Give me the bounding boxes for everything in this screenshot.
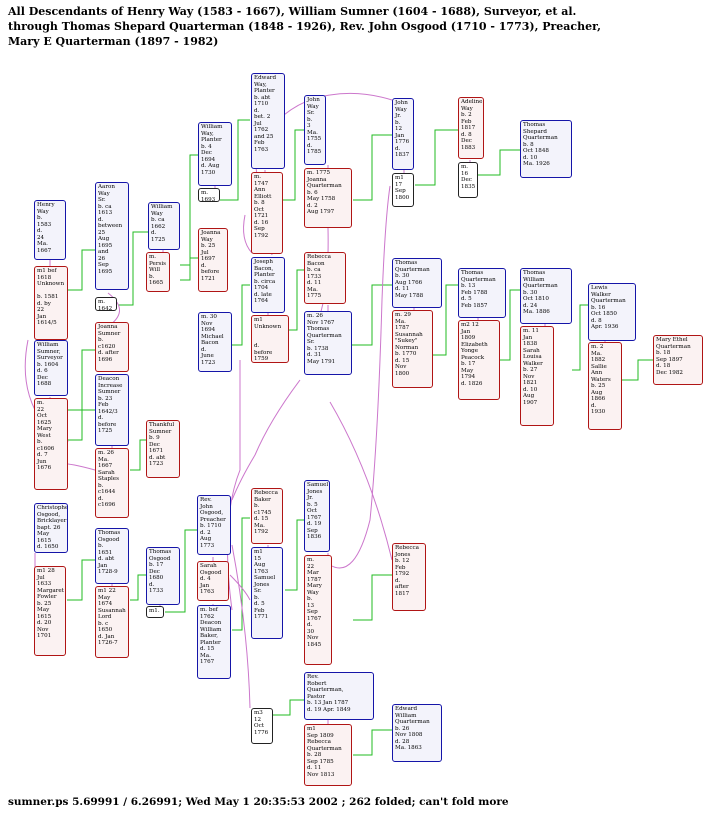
spouse-rev-m3 (231, 544, 251, 709)
person-box-samuel-jones: Samuel Jones Jr. b. 5 Oct 1767 d. 19 Sep… (304, 480, 330, 552)
title-line-2: through Thomas Shepard Quarterman (1848 … (8, 20, 601, 33)
link-john2-adeline (415, 129, 458, 186)
link-adeline-thomas-shepard (478, 149, 520, 176)
link-joseph-rebecca (289, 269, 304, 331)
person-box-joanna: Joanna Sumner b. c1620 d. after 1696 (95, 322, 129, 372)
cross-link-baker (231, 379, 301, 501)
person-box-m3-12oct: m3 12 Oct 1776 (251, 708, 273, 744)
person-box-m-1693: m. 1693 (198, 188, 220, 202)
person-box-aaron: Aaron Way Sr. b. ca 1613 d. between 25 A… (95, 182, 129, 290)
person-box-m1-rebecca-q: m1 Sep 1809 Rebecca Quarterman b. 28 Sep… (304, 724, 352, 786)
person-box-rebecca-baker: Rebecca Baker b. c1745 d. 15 Ma. 1792 (251, 488, 283, 544)
person-box-m1-samuel: m1 15 Aug 1763 Samuel Jones Sr. b. d. 5 … (251, 547, 283, 639)
person-box-m-sarah-walker: m. 11 Jan 1838 Sarah Louisa Walker b. 27… (520, 326, 554, 426)
person-box-john-way2: John Way Jr. b. 12 Jan 1776 d. 1837 (392, 98, 414, 170)
footer-status: sumner.ps 5.69991 / 6.26991; Wed May 1 2… (8, 796, 509, 808)
link-william-joanna (180, 257, 198, 281)
person-box-john-way: John Way Sr. b. 3 Ma. 1755 d. 1785 (304, 95, 326, 165)
person-box-edward-way: Edward Way, Planter b. abt 1710 d. bet. … (251, 73, 285, 169)
link-samuel-samuel (285, 519, 304, 591)
link-q1788-thomaswilliam (500, 289, 520, 361)
person-box-thankful: Thankful Sumner b. 9 Dec 1671 d. abt 172… (146, 420, 180, 478)
link-thomas-q1766 (352, 284, 392, 346)
person-box-deacon-increase: Deacon Increase Sumner b. 23 Feb 1642/3 … (95, 374, 129, 446)
link-rev-rebecca-baker (232, 517, 250, 631)
person-box-rev-robert: Rev. Robert Quarterman, Pastor b. 13 Jan… (304, 672, 374, 720)
link-sumner-joanna (68, 349, 95, 411)
person-box-thomas-william: Thomas William Quarterman b. 30 Oct 1810… (520, 268, 572, 324)
person-box-thomas-osgood: Thomas Osgood b. 1651 d. abt Jan 1728-9 (95, 528, 129, 584)
person-box-thomas-q-1766: Thomas Quarterman b. 30 Aug 1766 d. 11 M… (392, 258, 442, 308)
cross-link-rebecca-jones (329, 401, 393, 561)
person-box-m-margaret: m1 28 Jul 1633 Margaret Fowler b. 25 May… (34, 566, 66, 656)
person-box-thomas-q-1788: Thomas Quarterman b. 13 Feb 1788 d. 5 Fe… (458, 268, 506, 318)
link-edward-john (283, 129, 304, 201)
person-box-sarah-osgood: Sarah Osgood d. 4 Jan 1763 (197, 561, 229, 601)
link-rev-robert (270, 699, 304, 716)
person-box-m-mary-quarterman: m. 1775 Joanna Quarterman b. 6 May 1758 … (304, 168, 352, 228)
person-box-rebecca-jones: Rebecca Jones b. 12 Feb 1792 d. after 18… (392, 543, 426, 611)
person-box-m-mary-way: m. 22 Mar 1787 Mary Way b. 13 Sep 1767 d… (304, 555, 332, 665)
person-box-rev-john: Rev. John Osgood, Preacher b. 1710 d. 2 … (197, 495, 231, 555)
person-box-thomas-shepard: Thomas Shepard Quarterman b. 8 Oct 1848 … (520, 120, 572, 178)
link-thomas2-rev (165, 529, 197, 613)
person-box-m-deacon-baker: m. bef 1762 Deacon William Baker, Plante… (197, 605, 231, 679)
link-michael-joseph (232, 284, 250, 346)
cross-link-elliott (243, 214, 253, 254)
person-box-william-way: William Way b. ca 1662 d. 1725 (148, 202, 180, 250)
person-box-m-michael: m. 30 Nov 1694 Michael Bacon d. June 172… (198, 312, 232, 372)
link-william-william2 (180, 154, 198, 266)
person-box-edward-william: Edward William Quarterman b. 26 Nov 1808… (392, 704, 442, 762)
link-increase-thankful (130, 439, 146, 471)
person-box-christopher: Christopher Osgood, Bricklayer bapt. 26 … (34, 503, 68, 553)
person-box-m-sarah-staples: m. 26 Ma. 1667 Sarah Staples b. c1644 d.… (95, 448, 129, 518)
person-box-joseph-bacon: Joseph Bacon, Planter b. circa 1704 d. l… (251, 257, 285, 313)
person-box-m-susannah-lord: m1 22 May 1674 Susannah Lord b. c 1650 d… (95, 586, 129, 658)
title-line-1: All Descendants of Henry Way (1583 - 166… (8, 5, 577, 18)
page-title: All Descendants of Henry Way (1583 - 166… (8, 4, 708, 49)
person-box-m-sallie: m. 2 Ma. 1882 Sallie Ann Waters b. 25 Au… (588, 342, 622, 430)
person-box-m1-1800: m1 17 Sep 1800 (392, 173, 414, 207)
person-box-lewis-walker: Lewis Walker Quarterman b. 16 Oct 1850 d… (588, 283, 636, 341)
link-thomaswilliam-lewis (572, 304, 588, 371)
link-henry-aaron (68, 249, 95, 291)
link-william2-edward (220, 119, 250, 201)
person-box-m1-henry: m1 bef 1618 Unknown b. 1581 d. by 22 Jan… (34, 266, 68, 340)
cross-link-osgood (227, 360, 241, 611)
person-box-rebecca-bacon: Rebecca Bacon b. ca 1733 d. 11 Ma. 1775 (304, 252, 346, 304)
person-box-william-sumner: William Sumner, Surveyor b. 1604 d. 6 De… (34, 340, 68, 396)
person-box-m-aaron: m. 1642 (95, 297, 117, 311)
spouse-sarah-samuel (229, 574, 251, 601)
person-box-adeline: Adeline Way b. 2 Feb 1817 d. 8 Dec 1883 (458, 97, 484, 159)
link-lewis-mary (622, 359, 653, 381)
person-box-m-mary-west: m. 22 Oct 1625 Mary West b. c1606 d. 7 J… (34, 398, 68, 490)
link-john-john2 (353, 134, 392, 201)
person-box-mary-ethel: Mary Ethel Quarterman b. 18 Sep 1897 d. … (653, 335, 703, 385)
person-box-m1-unknown: m1 Unknown d. before 1759 (251, 315, 289, 363)
link-aaron-william (118, 231, 148, 306)
person-box-m-elizabeth: m2 12 Jan 1809 Elizabeth Yonge Peacock b… (458, 320, 500, 400)
person-box-thomas-osgood2: Thomas Osgood b. 17 Dec 1680 d. 1733 (146, 547, 180, 605)
cross-link-way-jones (329, 185, 391, 569)
person-box-m-16dec: m. 16 Dec 1835 (458, 162, 478, 198)
title-line-3: Mary E Quarterman (1897 - 1982) (8, 35, 219, 48)
link-thomas-thomas2 (130, 574, 146, 601)
person-box-m-persis: m. Persis Will b. 1665 (146, 252, 170, 292)
person-box-william-way2: William Way, Planter b. 4 Dec 1694 d. Au… (198, 122, 232, 186)
link-christopher-thomas (67, 559, 95, 601)
person-box-joanna-way: Joanna Way b. 25 Jul 1697 d. before 1721 (198, 228, 228, 292)
link-q1766-q1788 (433, 284, 458, 356)
person-box-henry: Henry Way b. 1583 d. 24 Ma. 1667 (34, 200, 66, 260)
link-rebecca-q-edward (353, 729, 392, 756)
person-box-m1-osgood: m1. (146, 606, 164, 618)
link-sumner-increase (68, 409, 95, 441)
link-samuel-rebecca (353, 574, 392, 621)
person-box-thomas-q-sr: m. 26 Nov 1767 Thomas Quarterman Sr. b. … (304, 311, 352, 375)
person-box-m-susanna: m. 29 Ma. 1787 Susannah "Sukey" Norman b… (392, 310, 433, 388)
person-box-m-ann-elliott: m. 1747 Ann Elliott b. 8 Oct 1721 d. 16 … (251, 172, 283, 254)
